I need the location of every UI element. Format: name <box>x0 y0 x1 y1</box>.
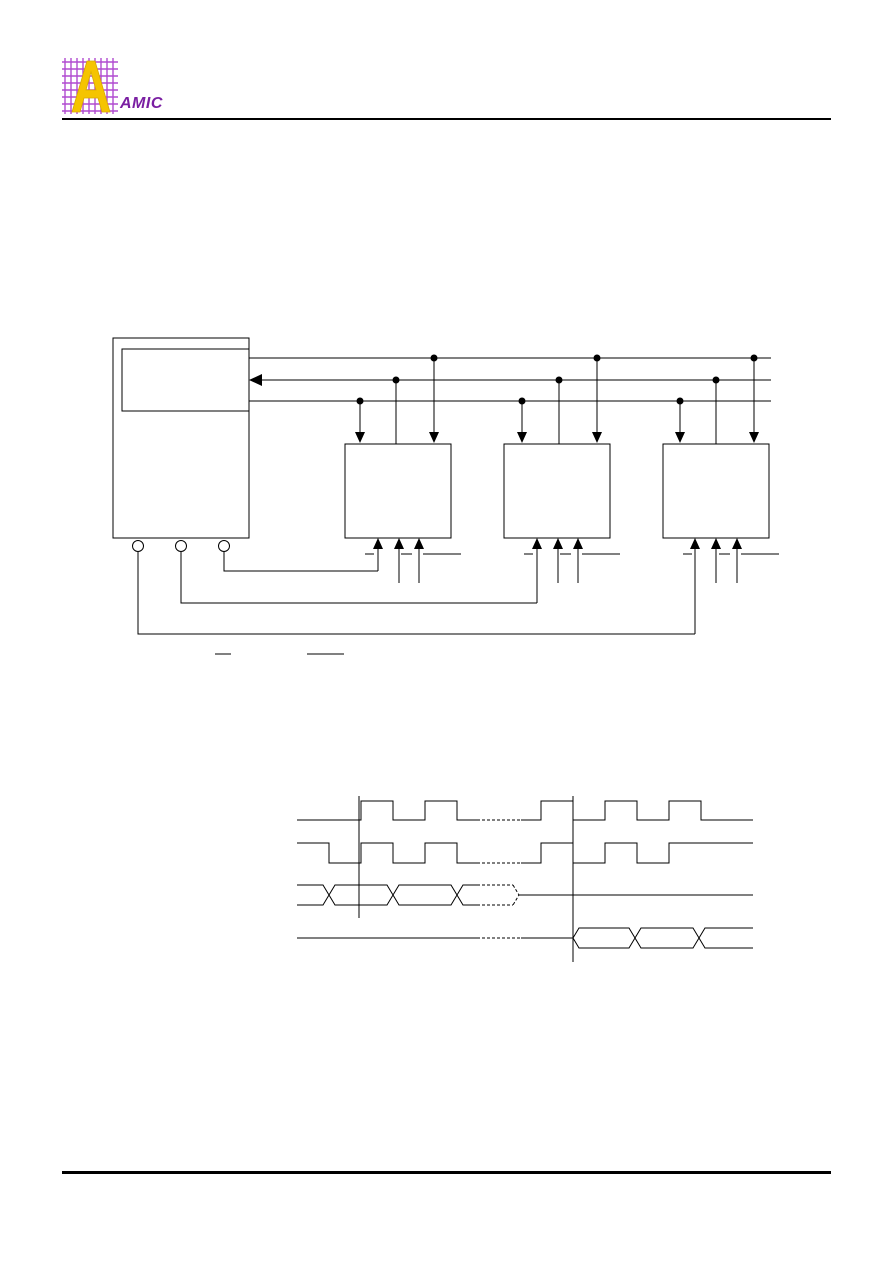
timing-diagram <box>297 796 753 962</box>
host-pin-2 <box>175 540 187 552</box>
device-box-3 <box>662 443 770 539</box>
device-3-inputs <box>683 538 779 634</box>
device-1-bus-taps <box>355 354 439 444</box>
select-line-device-3 <box>137 552 695 635</box>
device-3-bus-taps <box>675 354 759 444</box>
device-box-1 <box>344 443 452 539</box>
timing-row-3 <box>297 884 753 906</box>
device-2-inputs <box>524 538 620 603</box>
bus-line-2-arrow <box>249 374 262 386</box>
brand-name: AMIC <box>120 95 163 112</box>
timing-row-4 <box>297 927 753 949</box>
device-2-bus-taps <box>517 354 602 444</box>
device-box-2 <box>503 443 611 539</box>
host-pin-3 <box>218 540 230 552</box>
footer-rule <box>62 1171 831 1174</box>
host-inner-block <box>121 348 250 412</box>
timing-row-2 <box>297 842 477 864</box>
select-line-device-1 <box>223 552 378 572</box>
host-pin-1 <box>132 540 144 552</box>
host-controller-box <box>112 337 250 539</box>
timing-row-1 <box>297 800 477 821</box>
amic-logo-icon <box>62 58 118 114</box>
header-rule <box>62 118 831 120</box>
device-1-inputs <box>365 538 461 583</box>
select-line-device-2 <box>180 552 537 604</box>
